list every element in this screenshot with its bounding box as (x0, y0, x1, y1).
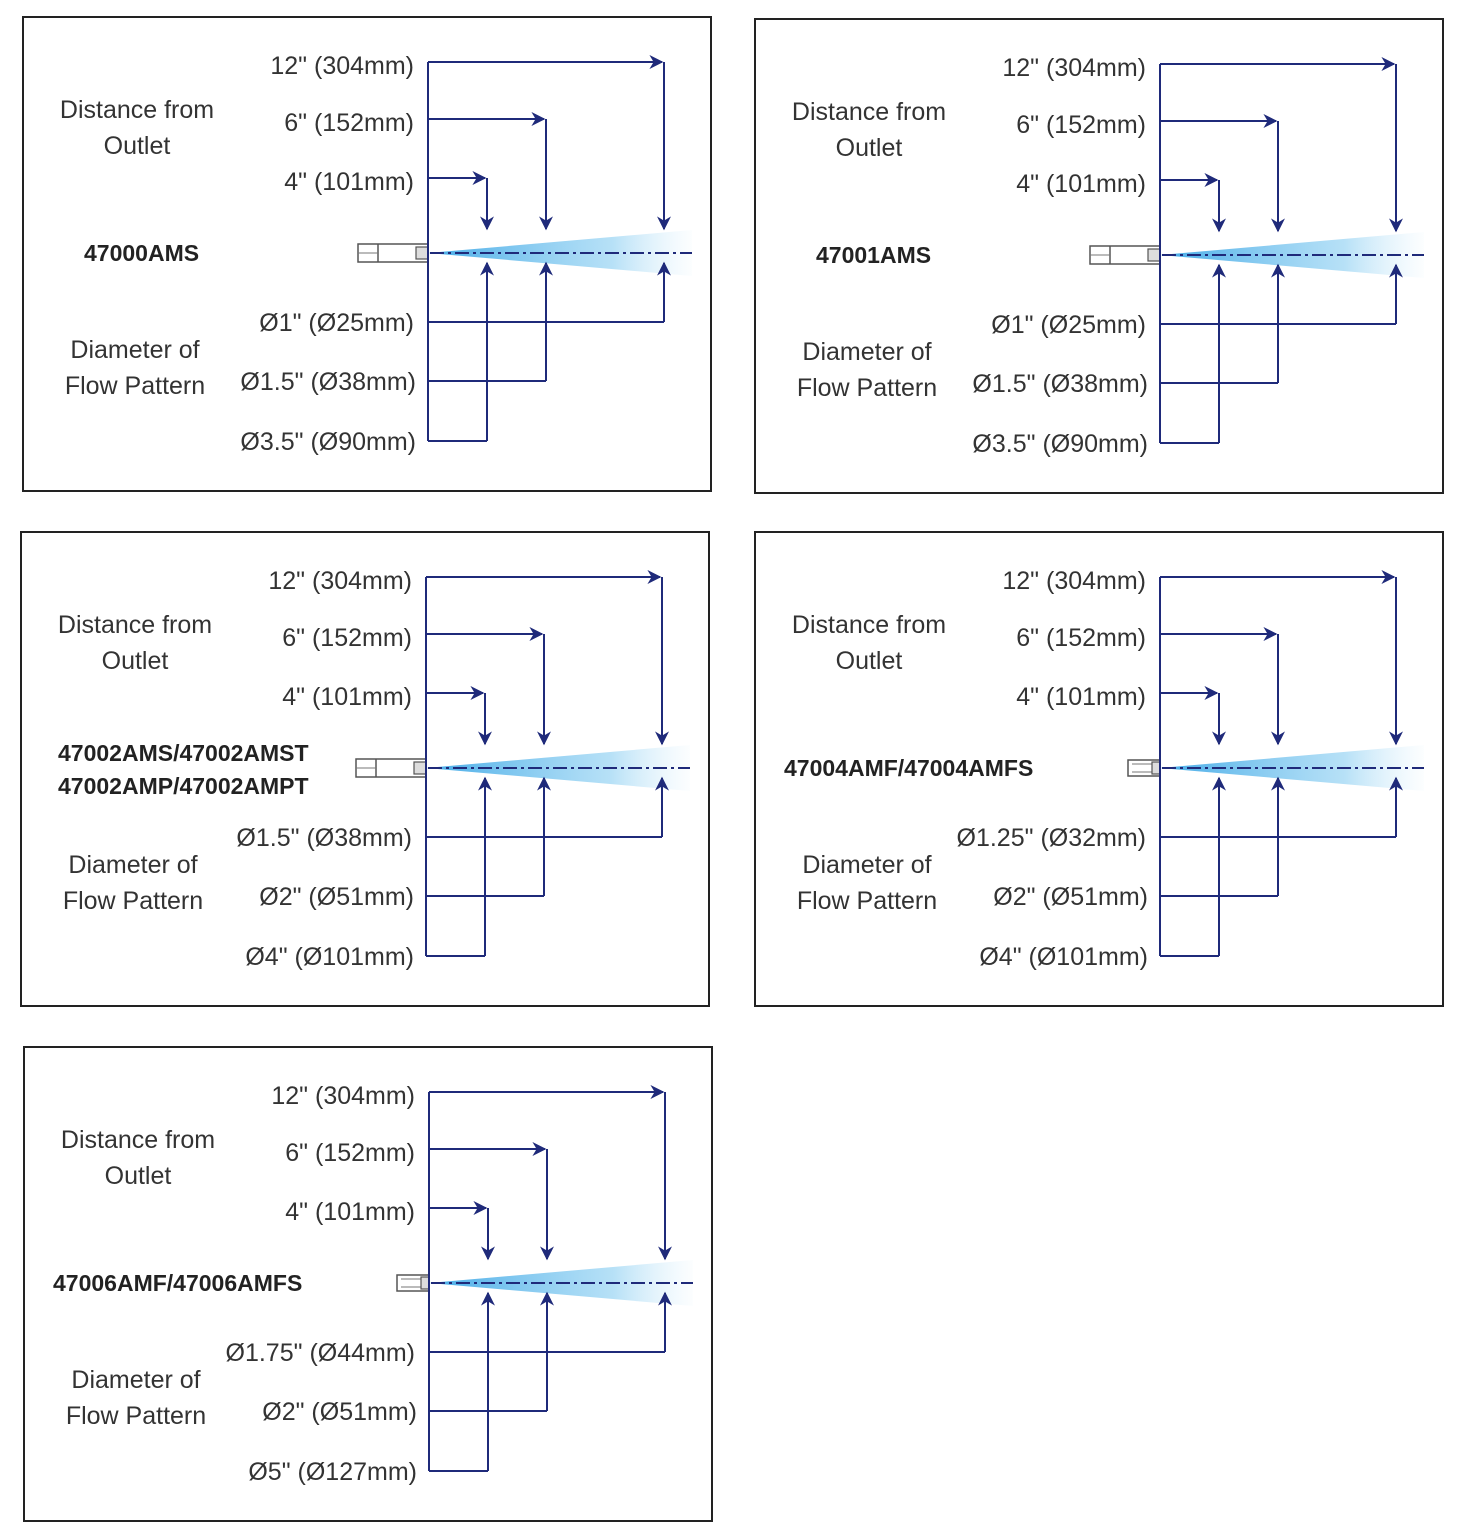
model-line: 47004AMF/47004AMFS (784, 755, 1033, 781)
distance-label-6in: 6" (152mm) (285, 1139, 415, 1167)
model-number: 47000AMS (84, 240, 199, 266)
diameter-label-2: Ø1.5" (Ø38mm) (240, 368, 416, 396)
flow-diagram: Distance from Outlet Diameter of Flow Pa… (60, 52, 692, 456)
distance-title-line1: Distance from (792, 611, 946, 639)
distance-label-12in: 12" (304mm) (1002, 567, 1146, 595)
model-number: 47006AMF/47006AMFS (53, 1270, 302, 1296)
distance-label-12in: 12" (304mm) (271, 1082, 415, 1110)
diameter-label-3: Ø4" (Ø101mm) (979, 943, 1148, 971)
diameter-title-line2: Flow Pattern (797, 887, 937, 915)
diameter-label-1: Ø1.75" (Ø44mm) (226, 1339, 415, 1367)
model-line: 47002AMS/47002AMST (58, 740, 309, 766)
diameter-title-line2: Flow Pattern (797, 374, 937, 402)
distance-label-4in: 4" (101mm) (282, 683, 412, 711)
nozzle-icon (1127, 759, 1161, 777)
distance-title-line2: Outlet (104, 132, 171, 160)
distance-label-4in: 4" (101mm) (285, 1198, 415, 1226)
diameter-label-2: Ø2" (Ø51mm) (262, 1398, 417, 1426)
panel-47001ams: Distance from Outlet Diameter of Flow Pa… (754, 18, 1444, 494)
model-number: 47004AMF/47004AMFS (784, 755, 1033, 781)
diameter-label-3: Ø4" (Ø101mm) (245, 943, 414, 971)
model-line: 47001AMS (816, 242, 931, 268)
panel-47006: Distance from Outlet Diameter of Flow Pa… (23, 1046, 713, 1522)
diameter-title-line1: Diameter of (70, 336, 199, 364)
model-line: 47002AMP/47002AMPT (58, 773, 309, 799)
flow-diagram: Distance from Outlet Diameter of Flow Pa… (53, 1082, 693, 1486)
distance-title-line2: Outlet (105, 1162, 172, 1190)
diameter-label-1: Ø1.25" (Ø32mm) (957, 824, 1146, 852)
diameter-title-line1: Diameter of (68, 851, 197, 879)
diameter-label-1: Ø1.5" (Ø38mm) (236, 824, 412, 852)
distance-label-4in: 4" (101mm) (284, 168, 414, 196)
distance-label-6in: 6" (152mm) (1016, 624, 1146, 652)
flow-diagram: Distance from Outlet Diameter of Flow Pa… (58, 567, 690, 971)
distance-title-line1: Distance from (61, 1126, 215, 1154)
panel-47002: Distance from Outlet Diameter of Flow Pa… (20, 531, 710, 1007)
distance-title-line2: Outlet (836, 134, 903, 162)
distance-label-4in: 4" (101mm) (1016, 170, 1146, 198)
panel-47004: Distance from Outlet Diameter of Flow Pa… (754, 531, 1444, 1007)
panel-47000ams: Distance from Outlet Diameter of Flow Pa… (22, 16, 712, 492)
distance-title-line2: Outlet (102, 647, 169, 675)
nozzle-icon (1089, 245, 1161, 265)
diameter-title-line1: Diameter of (71, 1366, 200, 1394)
model-number: 47002AMS/47002AMST 47002AMP/47002AMPT (58, 740, 309, 799)
diameter-label-1: Ø1" (Ø25mm) (991, 311, 1146, 339)
distance-title-line1: Distance from (792, 98, 946, 126)
model-line: 47006AMF/47006AMFS (53, 1270, 302, 1296)
diameter-label-3: Ø3.5" (Ø90mm) (972, 430, 1148, 458)
diameter-label-3: Ø3.5" (Ø90mm) (240, 428, 416, 456)
model-number: 47001AMS (816, 242, 931, 268)
nozzle-icon (396, 1274, 430, 1292)
diameter-title-line2: Flow Pattern (63, 887, 203, 915)
diameter-label-3: Ø5" (Ø127mm) (248, 1458, 417, 1486)
distance-label-6in: 6" (152mm) (1016, 111, 1146, 139)
distance-label-12in: 12" (304mm) (1002, 54, 1146, 82)
diameter-label-2: Ø2" (Ø51mm) (993, 883, 1148, 911)
diameter-title-line1: Diameter of (802, 851, 931, 879)
nozzle-icon (357, 243, 429, 263)
diameter-label-2: Ø1.5" (Ø38mm) (972, 370, 1148, 398)
diameter-label-1: Ø1" (Ø25mm) (259, 309, 414, 337)
distance-label-12in: 12" (304mm) (268, 567, 412, 595)
flow-diagram: Distance from Outlet Diameter of Flow Pa… (792, 54, 1424, 458)
distance-title-line2: Outlet (836, 647, 903, 675)
diameter-title-line1: Diameter of (802, 338, 931, 366)
distance-title-line1: Distance from (60, 96, 214, 124)
distance-label-6in: 6" (152mm) (282, 624, 412, 652)
distance-title-line1: Distance from (58, 611, 212, 639)
distance-label-6in: 6" (152mm) (284, 109, 414, 137)
flow-diagram: Distance from Outlet Diameter of Flow Pa… (784, 567, 1424, 971)
diameter-title-line2: Flow Pattern (65, 372, 205, 400)
model-line: 47000AMS (84, 240, 199, 266)
distance-label-4in: 4" (101mm) (1016, 683, 1146, 711)
diameter-label-2: Ø2" (Ø51mm) (259, 883, 414, 911)
distance-label-12in: 12" (304mm) (270, 52, 414, 80)
nozzle-icon (355, 758, 427, 778)
diameter-title-line2: Flow Pattern (66, 1402, 206, 1430)
